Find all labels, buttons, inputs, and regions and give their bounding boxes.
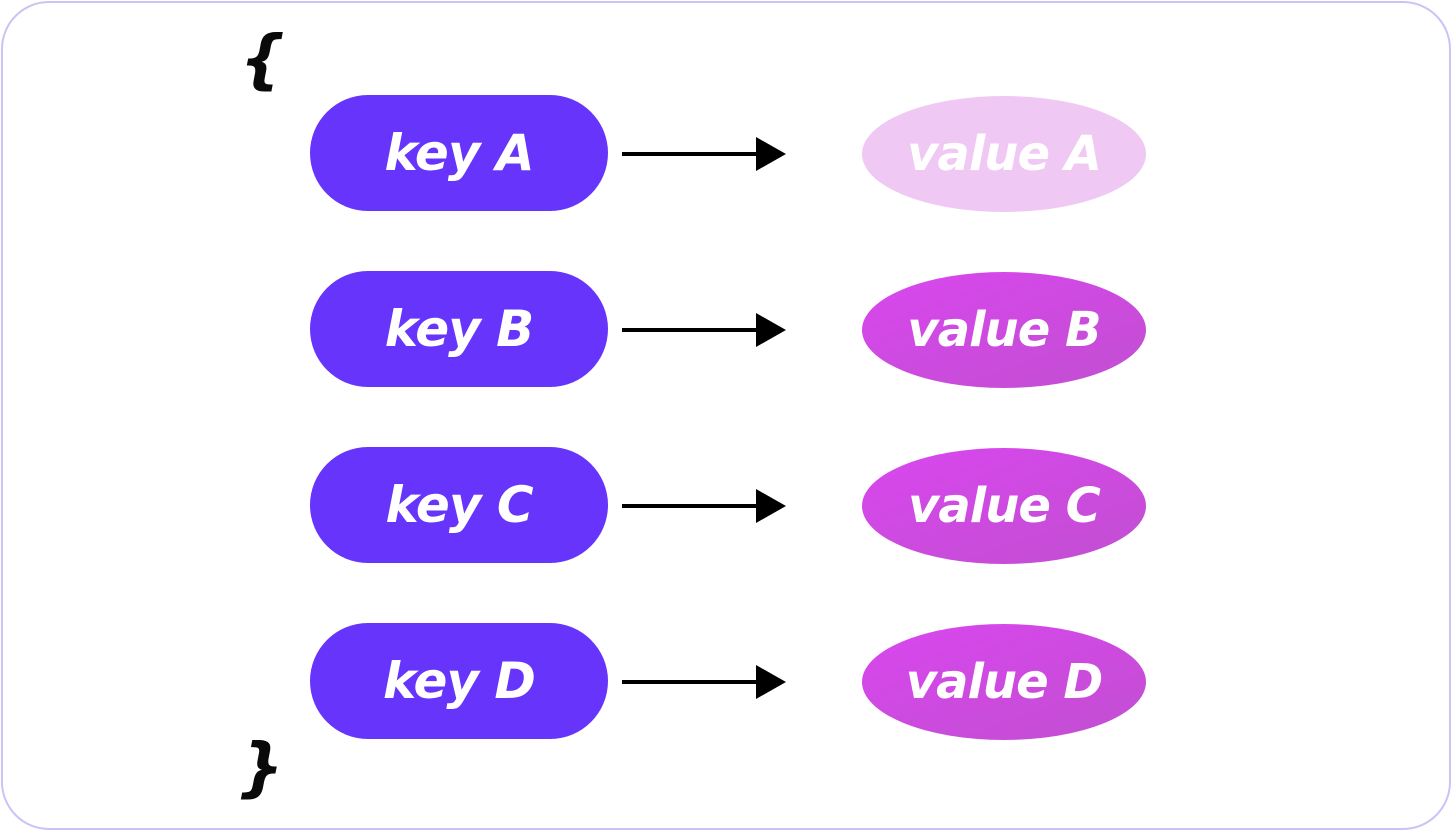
arrow-right-icon (622, 313, 786, 347)
entry-row-c: key C value C (0, 447, 1456, 565)
open-brace: { (240, 23, 286, 97)
key-pill-b: key B (310, 271, 608, 387)
value-ellipse-b: value B (862, 272, 1146, 388)
entry-row-b: key B value B (0, 271, 1456, 389)
key-pill-a: key A (310, 95, 608, 211)
close-brace: } (238, 731, 284, 805)
arrow-right-icon (622, 665, 786, 699)
arrow-right-icon (622, 137, 786, 171)
value-ellipse-c: value C (862, 448, 1146, 564)
arrow-right-icon (622, 489, 786, 523)
entry-row-a: key A value A (0, 95, 1456, 213)
value-ellipse-d: value D (862, 624, 1146, 740)
key-pill-d: key D (310, 623, 608, 739)
entry-row-d: key D value D (0, 623, 1456, 741)
key-pill-c: key C (310, 447, 608, 563)
value-ellipse-a: value A (862, 96, 1146, 212)
